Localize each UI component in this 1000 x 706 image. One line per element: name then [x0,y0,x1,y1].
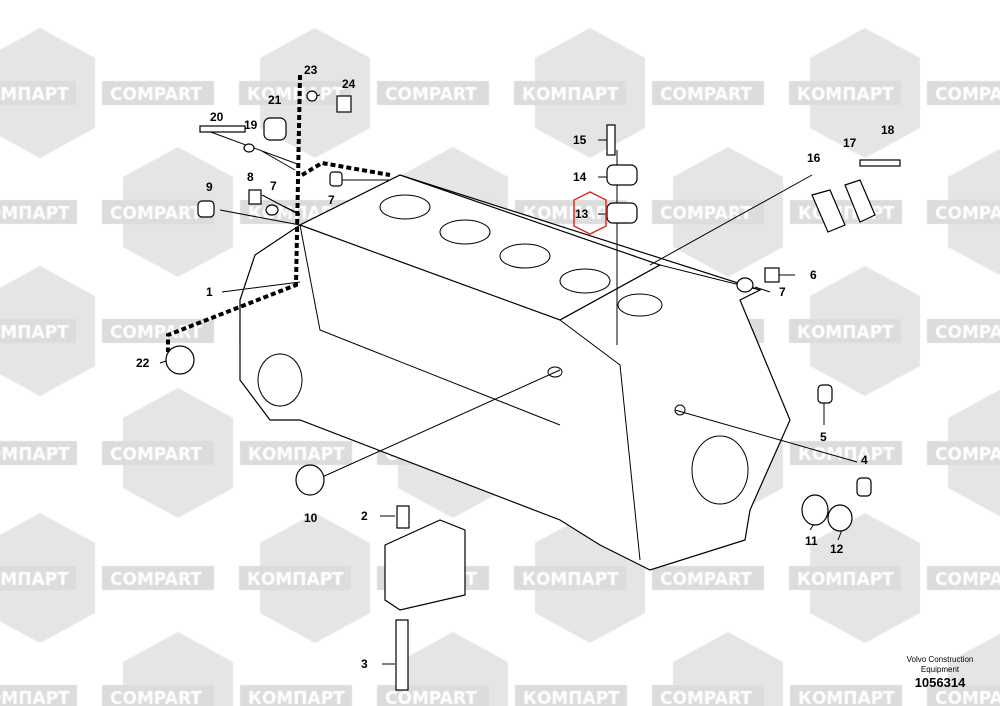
callouts: 23 24 21 20 19 9 8 7 7 1 22 15 14 13 16 … [136,63,895,671]
callout[interactable]: 6 [810,268,817,282]
callout[interactable]: 21 [268,93,282,107]
credit-line2: Equipment [920,665,960,674]
cylinder-block [239,174,791,571]
callout[interactable]: 10 [304,511,318,525]
callout[interactable]: 15 [573,133,587,147]
callout[interactable]: 7 [779,285,786,299]
credit-line1: Volvo Construction [906,655,974,664]
callout[interactable]: 9 [206,180,213,194]
callout[interactable]: 2 [361,509,368,523]
callout[interactable]: 19 [244,118,258,132]
callout[interactable]: 20 [210,110,224,124]
callout[interactable]: 1 [206,285,213,299]
callout[interactable]: 5 [820,430,827,444]
callout[interactable]: 22 [136,356,150,370]
callout[interactable]: 3 [361,657,368,671]
callout[interactable]: 14 [573,170,587,184]
diagram-number: 1056314 [914,675,966,690]
callout[interactable]: 7 [270,179,277,193]
callout[interactable]: 24 [342,77,356,91]
callout[interactable]: 18 [881,123,895,137]
small-parts [165,90,901,691]
callout[interactable]: 7 [328,193,335,207]
highlight-hexagon [573,191,607,235]
callout[interactable]: 8 [247,170,254,184]
callout[interactable]: 17 [843,136,857,150]
callout[interactable]: 4 [861,453,868,467]
callout[interactable]: 23 [304,63,318,77]
callout[interactable]: 11 [805,534,818,548]
callout[interactable]: 13 [575,207,589,221]
callout[interactable]: 12 [830,542,844,556]
callout[interactable]: 16 [807,151,821,165]
diagram-credit: Volvo Construction Equipment 1056314 [890,655,990,691]
